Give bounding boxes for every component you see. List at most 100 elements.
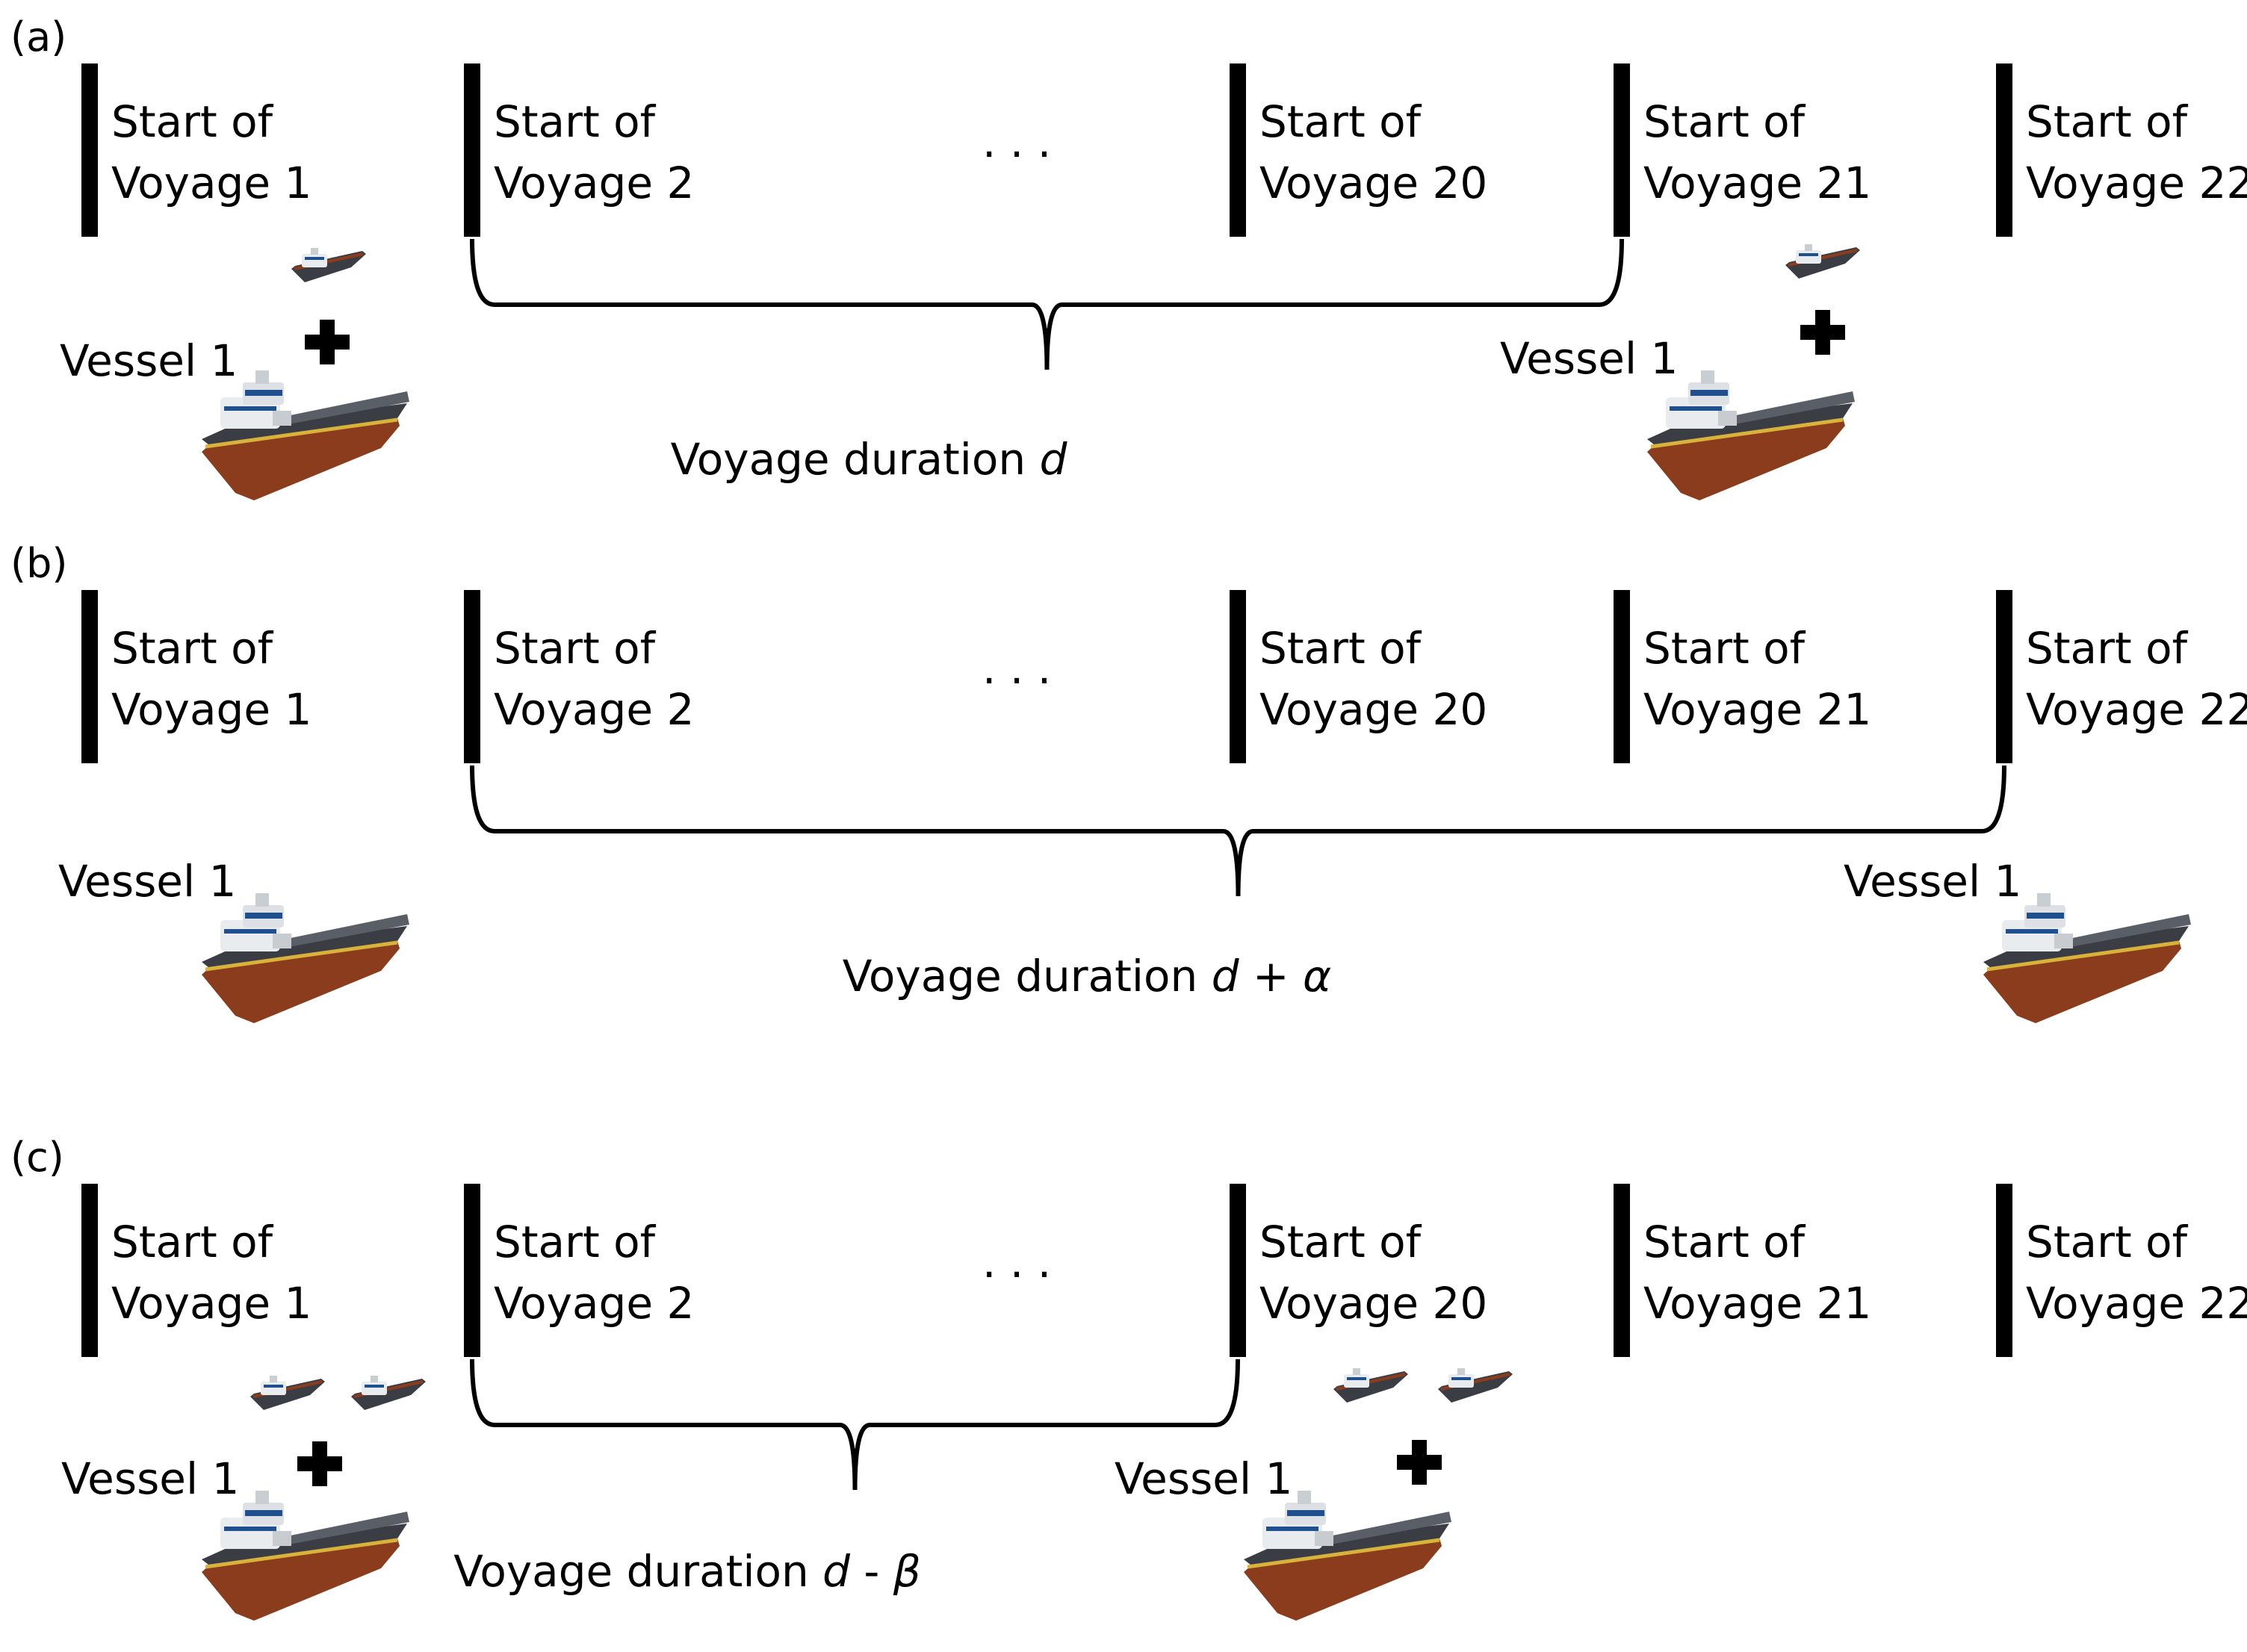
duration-label: Voyage duration d - β bbox=[453, 1546, 921, 1597]
voyage-marker: Start of Voyage 1 bbox=[81, 1184, 312, 1357]
supply-vessel-icon bbox=[202, 1491, 409, 1621]
voyage-marker: Start of Voyage 22 bbox=[1996, 1184, 2247, 1357]
panel-label: (b) bbox=[10, 540, 67, 587]
marker-label-line1: Start of bbox=[1643, 1217, 1806, 1267]
voyage-marker: Start of Voyage 21 bbox=[1614, 590, 1871, 763]
duration-prefix: Voyage duration bbox=[453, 1546, 822, 1597]
marker-bar bbox=[1614, 63, 1630, 237]
supply-vessel-icon bbox=[202, 370, 409, 500]
marker-label-line1: Start of bbox=[111, 96, 274, 147]
voyage-marker: Start of Voyage 2 bbox=[464, 1184, 694, 1357]
duration-operator: - bbox=[850, 1546, 893, 1597]
marker-bar bbox=[81, 590, 98, 763]
marker-label-line1: Start of bbox=[2026, 96, 2189, 147]
ellipsis: . . . bbox=[982, 643, 1051, 694]
small-boat-icon bbox=[1436, 1367, 1514, 1404]
duration-label: Voyage duration d + α bbox=[843, 951, 1332, 1002]
plus-icon bbox=[1800, 310, 1845, 355]
marker-label-line1: Start of bbox=[1259, 623, 1422, 674]
panel-label: (a) bbox=[10, 13, 66, 60]
duration-param: α bbox=[1303, 951, 1331, 1002]
supply-vessel-icon bbox=[1244, 1491, 1451, 1621]
duration-brace bbox=[470, 765, 2006, 897]
duration-brace bbox=[470, 238, 1624, 370]
small-boat-icon bbox=[290, 246, 368, 284]
voyage-marker: Start of Voyage 2 bbox=[464, 590, 694, 763]
marker-bar bbox=[1996, 1184, 2012, 1357]
marker-bar bbox=[1614, 1184, 1630, 1357]
plus-icon bbox=[305, 320, 350, 364]
voyage-marker: Start of Voyage 22 bbox=[1996, 590, 2247, 763]
duration-symbol: d bbox=[822, 1546, 851, 1597]
marker-label-line1: Start of bbox=[111, 1217, 274, 1267]
marker-bar bbox=[1230, 1184, 1246, 1357]
marker-label-line2: Voyage 2 bbox=[494, 1278, 694, 1329]
voyage-marker: Start of Voyage 20 bbox=[1230, 590, 1487, 763]
duration-operator: + bbox=[1239, 951, 1303, 1002]
marker-label-line2: Voyage 22 bbox=[2026, 158, 2247, 208]
marker-label-line1: Start of bbox=[1259, 1217, 1422, 1267]
marker-label-line2: Voyage 1 bbox=[111, 1278, 312, 1329]
vessel-label: Vessel 1 bbox=[58, 856, 236, 907]
marker-bar bbox=[464, 63, 480, 237]
duration-prefix: Voyage duration bbox=[843, 951, 1212, 1002]
marker-label-line2: Voyage 20 bbox=[1259, 158, 1487, 208]
marker-label-line1: Start of bbox=[494, 1217, 657, 1267]
marker-label-line1: Start of bbox=[494, 96, 657, 147]
voyage-marker: Start of Voyage 2 bbox=[464, 63, 694, 237]
duration-label: Voyage duration d bbox=[671, 434, 1068, 485]
marker-bar bbox=[464, 590, 480, 763]
vessel-label: Vessel 1 bbox=[60, 335, 238, 386]
duration-param: β bbox=[893, 1546, 921, 1597]
marker-bar bbox=[464, 1184, 480, 1357]
marker-bar bbox=[1614, 590, 1630, 763]
small-boat-icon bbox=[249, 1374, 326, 1412]
marker-label-line2: Voyage 21 bbox=[1643, 158, 1871, 208]
marker-label-line2: Voyage 2 bbox=[494, 684, 694, 735]
marker-label-line1: Start of bbox=[494, 623, 657, 674]
vessel-label: Vessel 1 bbox=[1115, 1453, 1292, 1504]
marker-label-line2: Voyage 21 bbox=[1643, 684, 1871, 735]
marker-label-line1: Start of bbox=[111, 623, 274, 674]
ellipsis: . . . bbox=[982, 117, 1051, 167]
marker-label-line1: Start of bbox=[2026, 623, 2189, 674]
voyage-marker: Start of Voyage 22 bbox=[1996, 63, 2247, 237]
vessel-label: Vessel 1 bbox=[1844, 856, 2021, 907]
duration-symbol: d bbox=[1040, 434, 1068, 485]
marker-bar bbox=[1230, 63, 1246, 237]
marker-label-line2: Voyage 22 bbox=[2026, 684, 2247, 735]
supply-vessel-icon bbox=[202, 893, 409, 1023]
marker-bar bbox=[1230, 590, 1246, 763]
duration-symbol: d bbox=[1212, 951, 1240, 1002]
marker-label-line2: Voyage 1 bbox=[111, 158, 312, 208]
marker-label-line1: Start of bbox=[1259, 96, 1422, 147]
marker-bar bbox=[1996, 590, 2012, 763]
supply-vessel-icon bbox=[1983, 893, 2191, 1023]
supply-vessel-icon bbox=[1647, 370, 1855, 500]
marker-label-line2: Voyage 20 bbox=[1259, 684, 1487, 735]
marker-bar bbox=[1996, 63, 2012, 237]
duration-prefix: Voyage duration bbox=[671, 434, 1040, 485]
small-boat-icon bbox=[1332, 1367, 1410, 1404]
marker-label-line1: Start of bbox=[1643, 96, 1806, 147]
voyage-marker: Start of Voyage 1 bbox=[81, 63, 312, 237]
duration-brace bbox=[470, 1358, 1240, 1491]
voyage-marker: Start of Voyage 21 bbox=[1614, 1184, 1871, 1357]
plus-icon bbox=[297, 1441, 342, 1486]
marker-label-line1: Start of bbox=[1643, 623, 1806, 674]
marker-label-line2: Voyage 22 bbox=[2026, 1278, 2247, 1329]
marker-label-line2: Voyage 20 bbox=[1259, 1278, 1487, 1329]
marker-bar bbox=[81, 63, 98, 237]
marker-label-line1: Start of bbox=[2026, 1217, 2189, 1267]
marker-label-line2: Voyage 21 bbox=[1643, 1278, 1871, 1329]
marker-label-line2: Voyage 2 bbox=[494, 158, 694, 208]
vessel-label: Vessel 1 bbox=[61, 1453, 239, 1504]
small-boat-icon bbox=[350, 1374, 427, 1412]
plus-icon bbox=[1397, 1440, 1442, 1485]
small-boat-icon bbox=[1784, 243, 1862, 280]
